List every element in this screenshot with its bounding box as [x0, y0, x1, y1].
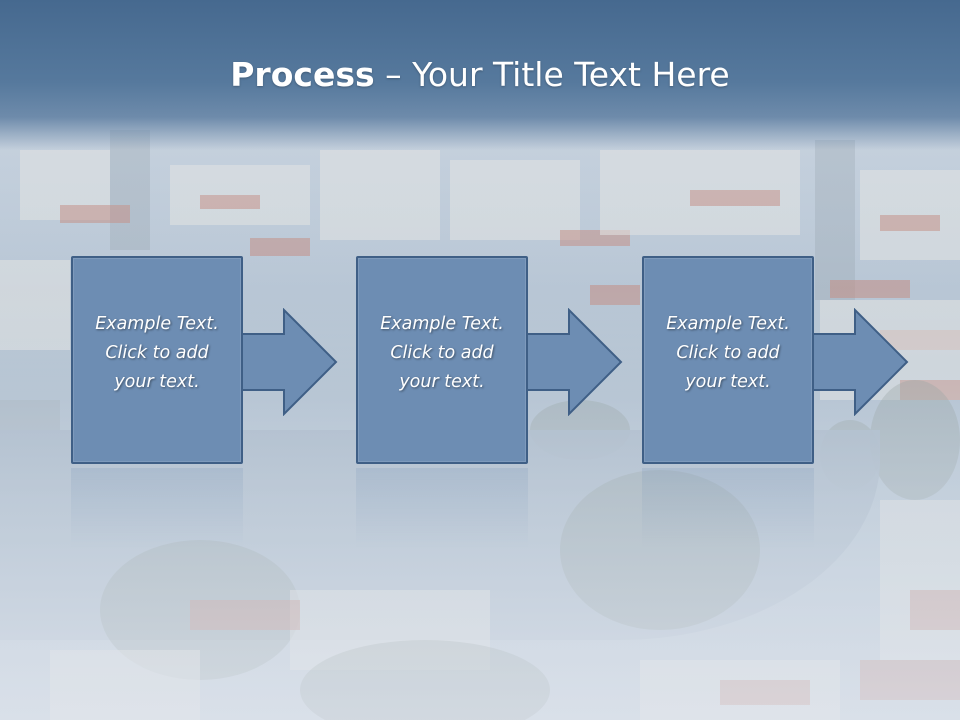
step-3-line-1: Example Text.: [666, 314, 790, 334]
step-3-line-2: Click to add: [676, 343, 780, 363]
step-1-reflection: [71, 468, 341, 558]
step-1-line-1: Example Text.: [95, 314, 219, 334]
process-step-2[interactable]: Example Text. Click to add your text.: [356, 256, 626, 468]
step-1-line-3: your text.: [114, 372, 200, 392]
step-2-line-2: Click to add: [390, 343, 494, 363]
process-step-1[interactable]: Example Text. Click to add your text.: [71, 256, 341, 468]
step-2-line-3: your text.: [399, 372, 485, 392]
title-bold: Process: [230, 55, 375, 94]
step-1-text[interactable]: Example Text. Click to add your text.: [77, 310, 237, 397]
step-3-arrow-shape: [792, 308, 909, 416]
step-2-line-1: Example Text.: [380, 314, 504, 334]
step-3-line-3: your text.: [685, 372, 771, 392]
slide-title[interactable]: Process – Your Title Text Here: [0, 52, 960, 98]
step-3-reflection: [642, 468, 912, 558]
step-1-box: [71, 256, 243, 464]
title-bar: [0, 0, 960, 150]
process-step-3[interactable]: Example Text. Click to add your text.: [642, 256, 912, 468]
step-3-box: [642, 256, 814, 464]
step-3-text[interactable]: Example Text. Click to add your text.: [648, 310, 808, 397]
step-2-text[interactable]: Example Text. Click to add your text.: [362, 310, 522, 397]
step-1-line-2: Click to add: [105, 343, 209, 363]
title-rest: – Your Title Text Here: [374, 55, 730, 94]
step-2-box: [356, 256, 528, 464]
step-2-reflection: [356, 468, 626, 558]
